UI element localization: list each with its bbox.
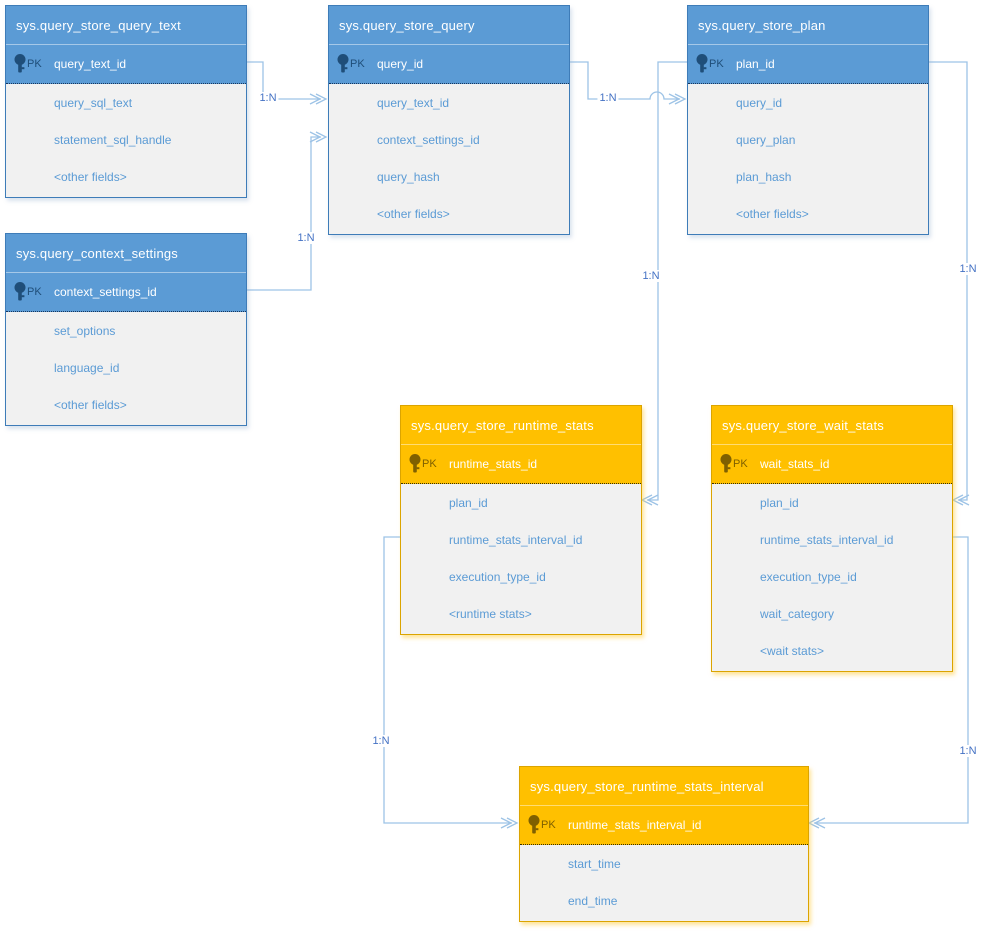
field-row: plan_id [449, 495, 488, 510]
field-row: <runtime stats> [449, 606, 532, 621]
pk-row: PK plan_id [688, 45, 928, 84]
field-row: end_time [568, 893, 618, 908]
cardinality-label: 1:N [640, 270, 662, 282]
field-row: <other fields> [377, 206, 450, 221]
pk-field: runtime_stats_interval_id [568, 818, 702, 832]
field-row: query_text_id [377, 95, 450, 110]
primary-key-icon [409, 454, 422, 474]
pk-badge: PK [350, 58, 365, 70]
field-row: plan_hash [736, 169, 792, 184]
cardinality-label: 1:N [295, 232, 317, 244]
table-body: query_sql_text statement_sql_handle <oth… [6, 84, 246, 197]
pk-field: query_id [377, 57, 424, 71]
primary-key-icon [337, 54, 350, 74]
table-body: set_options language_id <other fields> [6, 312, 246, 425]
pk-badge: PK [709, 58, 724, 70]
field-row: runtime_stats_interval_id [760, 532, 894, 547]
pk-field: plan_id [736, 57, 775, 71]
field-row: query_plan [736, 132, 796, 147]
table-body: query_text_id context_settings_id query_… [329, 84, 569, 234]
table-body: start_time end_time [520, 845, 808, 921]
connector-query-to-plan [568, 61, 687, 105]
field-row: language_id [54, 360, 120, 375]
pk-field: query_text_id [54, 57, 127, 71]
primary-key-icon [14, 54, 27, 74]
table-title: sys.query_context_settings [6, 234, 246, 273]
table-title: sys.query_store_plan [688, 6, 928, 45]
field-row: execution_type_id [449, 569, 546, 584]
pk-row: PK query_text_id [6, 45, 246, 84]
table-body: plan_id runtime_stats_interval_id execut… [712, 484, 952, 671]
pk-badge: PK [27, 286, 42, 298]
field-row: <other fields> [736, 206, 809, 221]
pk-row: PK runtime_stats_id [401, 445, 641, 484]
cardinality-label: 1:N [957, 745, 979, 757]
pk-field: runtime_stats_id [449, 457, 538, 471]
pk-field: context_settings_id [54, 285, 157, 299]
pk-row: PK wait_stats_id [712, 445, 952, 484]
primary-key-icon [720, 454, 733, 474]
table-query-store-wait-stats[interactable]: sys.query_store_wait_stats PK wait_stats… [711, 405, 953, 672]
cardinality-label: 1:N [370, 735, 392, 747]
primary-key-icon [528, 815, 541, 835]
table-title: sys.query_store_runtime_stats [401, 406, 641, 445]
field-row: query_sql_text [54, 95, 133, 110]
primary-key-icon [696, 54, 709, 74]
field-row: <other fields> [54, 397, 127, 412]
cardinality-label: 1:N [957, 263, 979, 275]
table-query-store-query[interactable]: sys.query_store_query PK query_id query_… [328, 5, 570, 235]
primary-key-icon [14, 282, 27, 302]
table-query-store-runtime-stats[interactable]: sys.query_store_runtime_stats PK runtime… [400, 405, 642, 635]
table-title: sys.query_store_query_text [6, 6, 246, 45]
table-title: sys.query_store_query [329, 6, 569, 45]
pk-row: PK runtime_stats_interval_id [520, 806, 808, 845]
table-title: sys.query_store_wait_stats [712, 406, 952, 445]
connector-plan-to-runtime-stats [640, 61, 687, 506]
table-title: sys.query_store_runtime_stats_interval [520, 767, 808, 806]
field-row: query_id [736, 95, 783, 110]
table-query-store-query-text[interactable]: sys.query_store_query_text PK query_text… [5, 5, 247, 198]
field-row: execution_type_id [760, 569, 857, 584]
cardinality-label: 1:N [597, 92, 619, 104]
pk-badge: PK [733, 458, 748, 470]
field-row: <wait stats> [760, 643, 825, 658]
pk-field: wait_stats_id [760, 457, 830, 471]
table-query-context-settings[interactable]: sys.query_context_settings PK context_se… [5, 233, 247, 426]
field-row: <other fields> [54, 169, 127, 184]
table-body: plan_id runtime_stats_interval_id execut… [401, 484, 641, 634]
pk-badge: PK [422, 458, 437, 470]
field-row: set_options [54, 323, 116, 338]
pk-badge: PK [541, 819, 556, 831]
pk-row: PK context_settings_id [6, 273, 246, 312]
table-body: query_id query_plan plan_hash <other fie… [688, 84, 928, 234]
field-row: query_hash [377, 169, 440, 184]
pk-row: PK query_id [329, 45, 569, 84]
pk-badge: PK [27, 58, 42, 70]
field-row: statement_sql_handle [54, 132, 172, 147]
cardinality-label: 1:N [257, 92, 279, 104]
field-row: context_settings_id [377, 132, 480, 147]
field-row: wait_category [760, 606, 835, 621]
table-query-store-plan[interactable]: sys.query_store_plan PK plan_id query_id… [687, 5, 929, 235]
connector-context-settings-to-query [245, 131, 328, 291]
field-row: runtime_stats_interval_id [449, 532, 583, 547]
field-row: start_time [568, 856, 621, 871]
table-query-store-runtime-stats-interval[interactable]: sys.query_store_runtime_stats_interval P… [519, 766, 809, 922]
field-row: plan_id [760, 495, 799, 510]
